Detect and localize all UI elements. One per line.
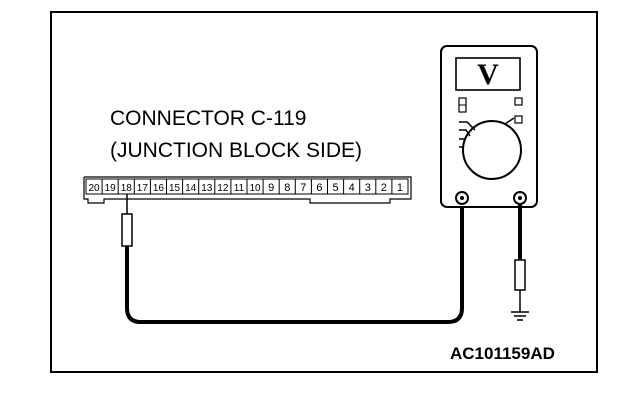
connector-pin-3: 3: [365, 182, 371, 194]
connector-pin-11: 11: [234, 183, 245, 194]
connector-pin-9: 9: [268, 182, 274, 194]
connector-pin-1: 1: [397, 182, 403, 194]
figure-code: AC101159AD: [450, 344, 555, 363]
connector-pin-16: 16: [153, 183, 165, 194]
ground-symbol-icon: [511, 311, 529, 321]
voltmeter-display: [455, 57, 521, 91]
diagram-frame: [50, 11, 598, 373]
voltmeter: [440, 45, 538, 208]
probe-connector-side: [121, 194, 133, 247]
probe-handle: [121, 213, 133, 247]
connector-pin-20: 20: [88, 183, 100, 194]
ground-lead: [511, 204, 529, 321]
connector-pin-17: 17: [137, 183, 149, 194]
voltmeter-indicator-right-top: [514, 97, 523, 106]
connector-pin-10: 10: [249, 183, 261, 194]
ground-probe-handle: [514, 259, 526, 291]
connector-subtitle: (JUNCTION BLOCK SIDE): [110, 139, 363, 162]
connector-pin-14: 14: [185, 183, 197, 194]
voltmeter-dial-pointer: [504, 117, 515, 125]
connector-pin-18: 18: [121, 183, 133, 194]
connector-pin-2: 2: [381, 182, 387, 194]
connector-title: CONNECTOR C-119: [110, 107, 307, 130]
voltmeter-dial: [462, 120, 522, 180]
connector-pin-12: 12: [217, 183, 229, 194]
connector-pin-5: 5: [332, 182, 338, 194]
connector-pin-4: 4: [349, 182, 355, 194]
voltmeter-indicator-right-mid: [514, 115, 523, 124]
connector-pin-15: 15: [169, 183, 181, 194]
connector-pin-8: 8: [284, 182, 290, 194]
connector-pin-6: 6: [316, 182, 322, 194]
voltmeter-range-marks: [459, 121, 476, 148]
connector-pin-13: 13: [201, 183, 213, 194]
test-lead-wire: [125, 200, 464, 324]
voltmeter-jack-negative: [513, 191, 527, 205]
voltmeter-mode-letter: V: [477, 58, 499, 91]
connector-pin-7: 7: [300, 182, 306, 194]
connector-pin-19: 19: [105, 183, 117, 194]
voltmeter-jack-positive: [455, 191, 469, 205]
